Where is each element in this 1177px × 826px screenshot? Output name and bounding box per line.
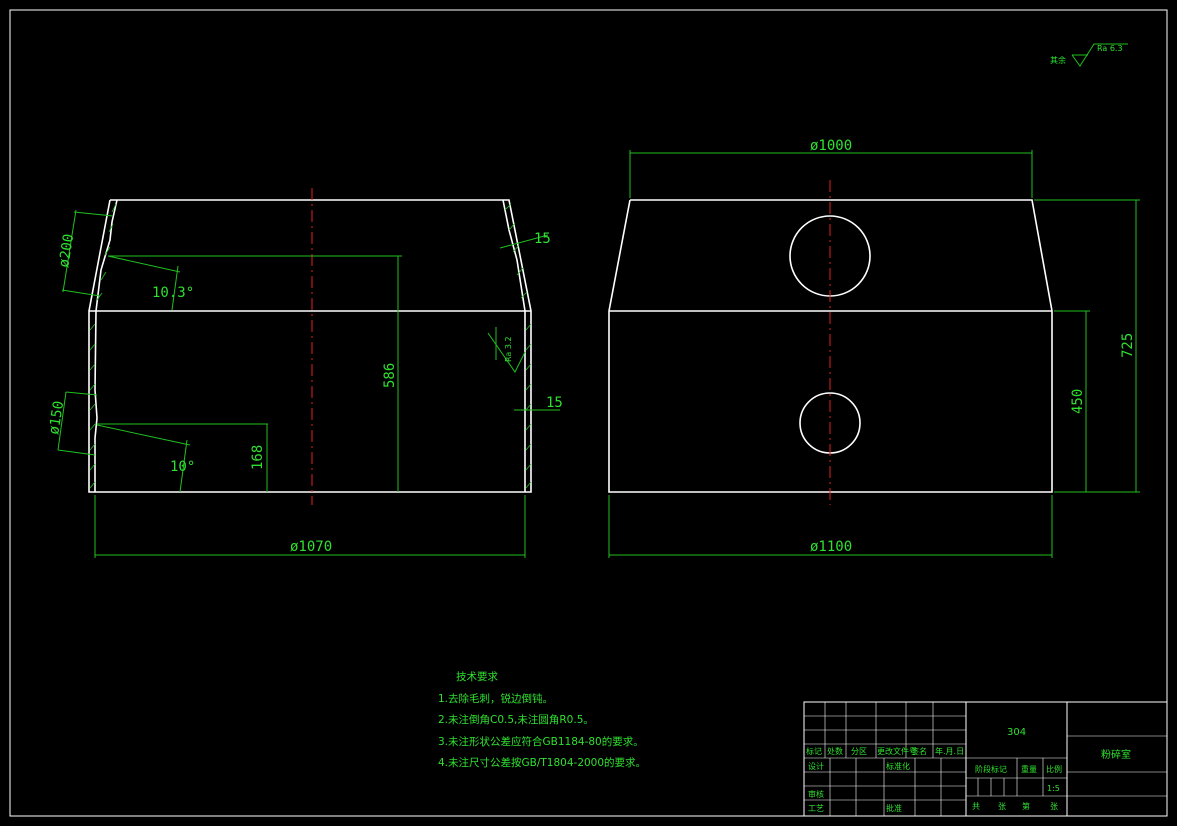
dim-w15-top: 15 <box>534 231 551 247</box>
tech-item-3: 3.未注形状公差应符合GB1184-80的要求。 <box>438 735 644 748</box>
dim-h586: 586 <box>382 363 398 388</box>
dim-w15-side: 15 <box>546 395 563 411</box>
dim-d200: ø200 <box>56 233 77 269</box>
dim-ra32: Ra 3.2 <box>504 336 513 362</box>
tb-standardize: 标准化 <box>886 761 910 771</box>
tech-item-1: 1.去除毛刺，锐边倒钝。 <box>438 692 553 705</box>
tb-process: 工艺 <box>808 804 824 813</box>
dim-d1000: ø1000 <box>810 138 852 154</box>
tech-title: 技术要求 <box>456 670 498 683</box>
surface-finish-value: Ra 6.3 <box>1097 44 1123 53</box>
tb-sheet-unit2: 张 <box>1050 802 1058 811</box>
surface-finish-label: 其余 <box>1050 55 1066 65</box>
tb-sheet-unit1: 张 <box>998 802 1006 811</box>
tb-header-mark: 标记 <box>806 746 822 756</box>
technical-requirements: 技术要求 1.去除毛刺，锐边倒钝。 2.未注倒角C0.5,未注圆角R0.5。 3… <box>438 670 646 769</box>
dim-d1070: ø1070 <box>290 539 332 555</box>
tb-sheet-total: 共 <box>972 802 980 811</box>
tb-header-sign: 签名 <box>911 746 927 756</box>
tb-scale: 比例 <box>1046 764 1062 774</box>
tb-header-count: 处数 <box>827 746 843 756</box>
tb-approve: 批准 <box>886 803 902 813</box>
dim-h725: 725 <box>1120 333 1136 358</box>
tb-scale-value: 1:5 <box>1047 784 1060 793</box>
tb-design: 设计 <box>808 761 824 771</box>
tb-part-name: 粉碎室 <box>1101 748 1131 761</box>
tech-item-4: 4.未注尺寸公差按GB/T1804-2000的要求。 <box>438 756 646 769</box>
left-section-view: ø200 10.3° ø150 10° 168 586 15 Ra 3.2 15 <box>46 188 563 558</box>
tb-review: 审核 <box>808 789 824 799</box>
tb-header-zone: 分区 <box>851 747 867 756</box>
drawing-border <box>9 9 1168 817</box>
title-block: 标记 处数 分区 更改文件号 签名 年.月.日 设计 标准化 审核 工艺 批准 … <box>803 701 1168 817</box>
dim-h168: 168 <box>250 445 266 470</box>
tb-header-doc: 更改文件号 <box>877 746 917 756</box>
tech-item-2: 2.未注倒角C0.5,未注圆角R0.5。 <box>438 713 594 726</box>
dim-d150: ø150 <box>46 400 67 436</box>
dim-angle-10-3: 10.3° <box>152 285 194 301</box>
tb-sheet-no: 第 <box>1022 801 1030 811</box>
dim-d1100: ø1100 <box>810 539 852 555</box>
tb-header-date: 年.月.日 <box>935 746 964 756</box>
dim-angle-10: 10° <box>170 459 195 475</box>
dim-h450: 450 <box>1070 389 1086 414</box>
right-front-view: ø1000 725 450 ø1100 <box>608 138 1140 558</box>
surface-finish-symbol: 其余 Ra 6.3 <box>1050 43 1128 67</box>
tb-material: 304 <box>1007 727 1026 738</box>
tb-weight: 重量 <box>1021 764 1037 774</box>
tb-stage-mark: 阶段标记 <box>975 764 1007 774</box>
